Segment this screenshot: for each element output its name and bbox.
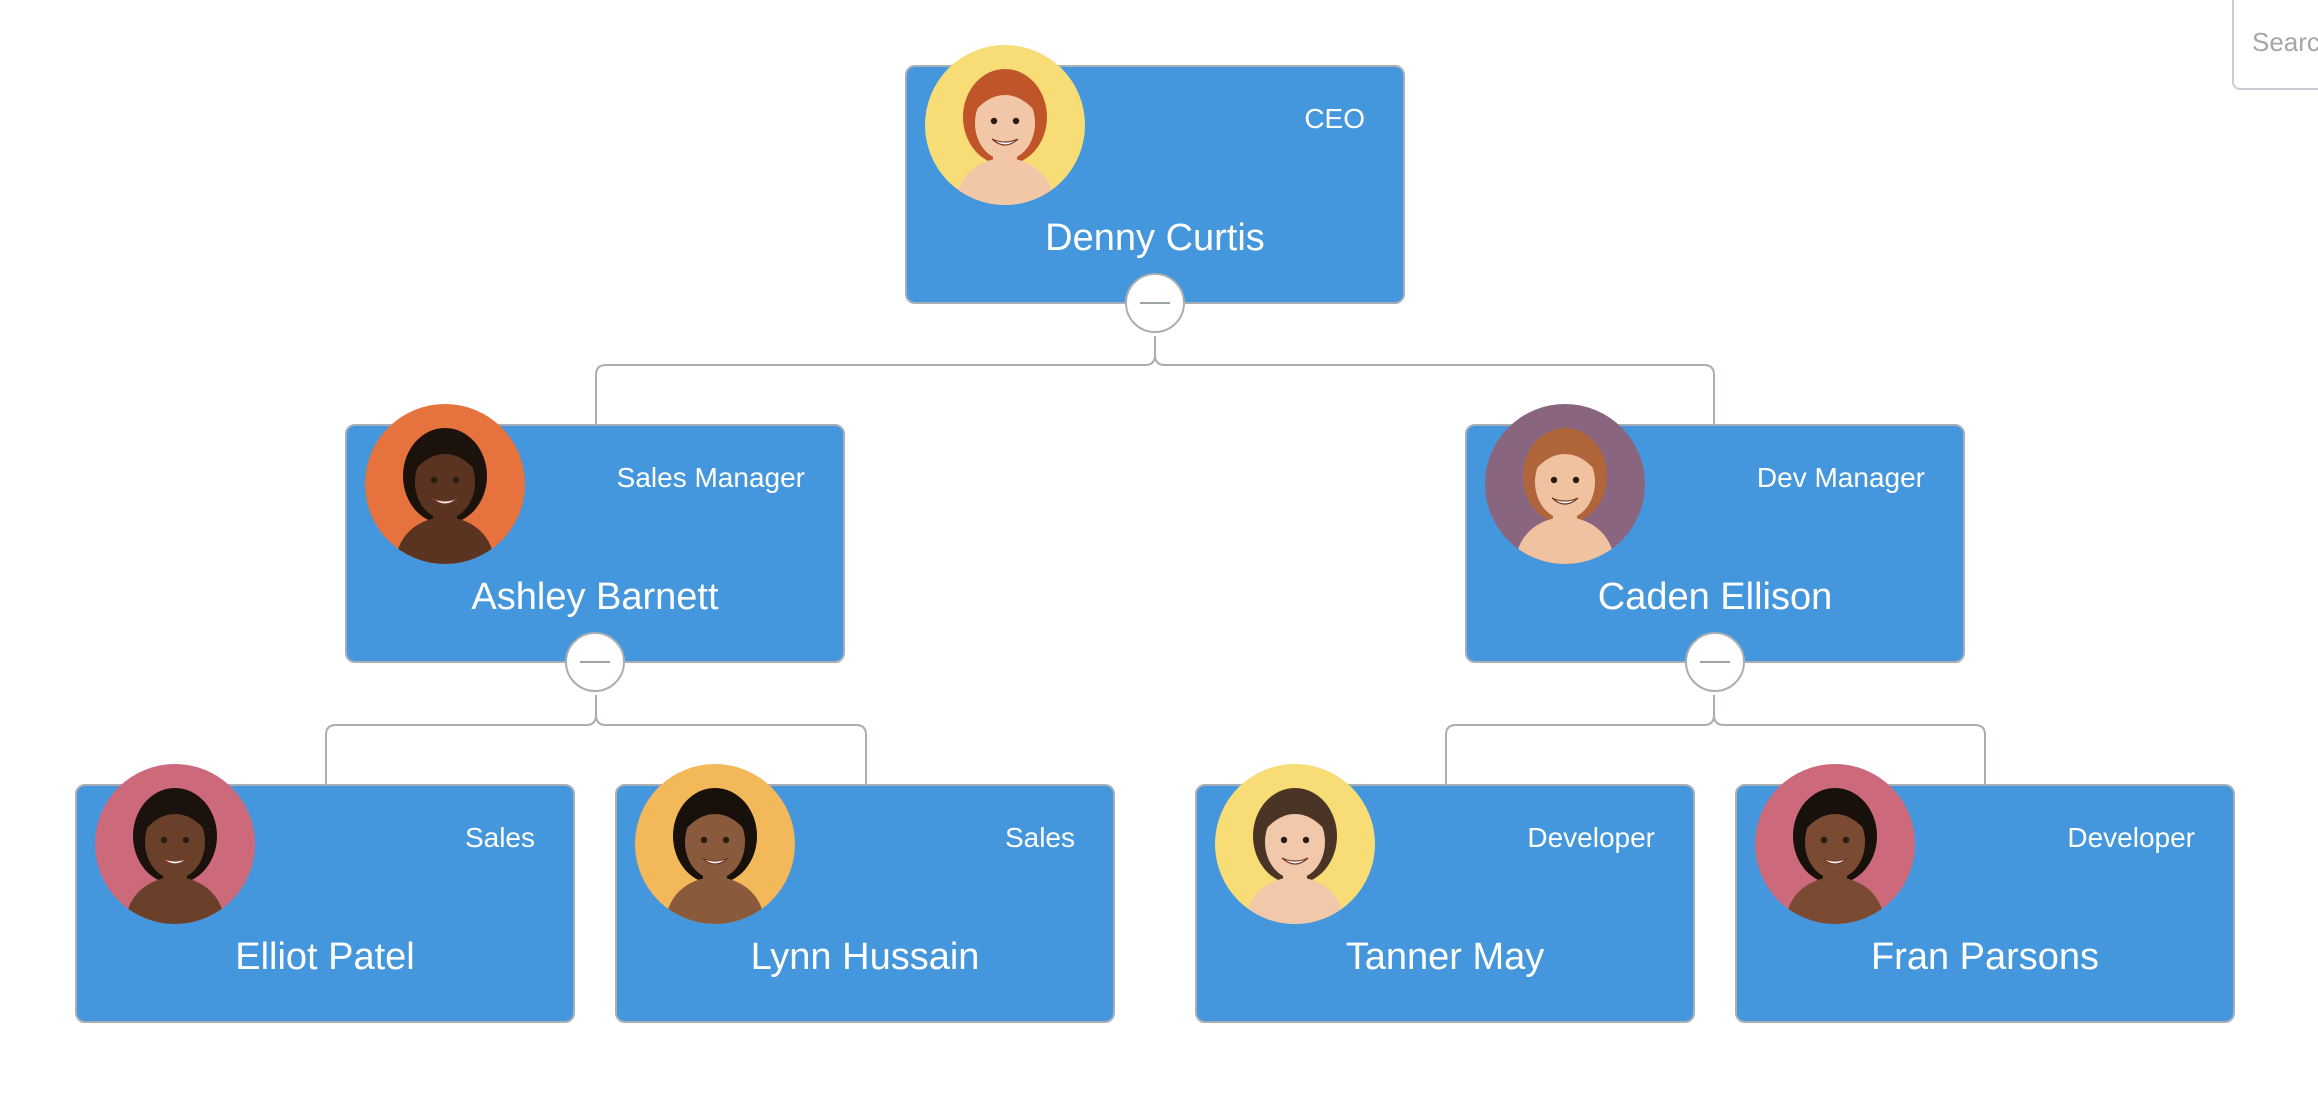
avatar <box>635 764 795 924</box>
org-node-lynn-hussain[interactable]: Sales Lynn Hussain <box>615 764 1115 1023</box>
org-node-denny-curtis[interactable]: CEO Denny Curtis <box>905 45 1405 333</box>
role-label: Sales Manager <box>616 462 805 493</box>
employee-name: Tanner May <box>1345 936 1545 978</box>
org-node-caden-ellison[interactable]: Dev Manager Caden Ellison <box>1465 404 1965 692</box>
avatar <box>925 45 1085 205</box>
employee-name: Caden Ellison <box>1597 576 1833 618</box>
employee-name: Elliot Patel <box>235 936 415 978</box>
employee-name: Lynn Hussain <box>750 936 980 978</box>
role-label: Dev Manager <box>1756 462 1925 493</box>
org-node-tanner-may[interactable]: Developer Tanner May <box>1195 764 1695 1023</box>
collapse-toggle-button[interactable] <box>1685 632 1745 692</box>
avatar <box>95 764 255 924</box>
avatar <box>1755 764 1915 924</box>
search-input[interactable] <box>2232 0 2318 90</box>
avatar <box>1485 404 1645 564</box>
role-label: Developer <box>2067 822 2195 853</box>
org-node-ashley-barnett[interactable]: Sales Manager Ashley Barnett <box>345 404 845 692</box>
connector-sales-manager <box>325 695 867 784</box>
role-label: Developer <box>1527 822 1655 853</box>
role-label: Sales <box>1004 822 1075 853</box>
employee-name: Ashley Barnett <box>471 576 719 618</box>
employee-name: Fran Parsons <box>1870 936 2100 978</box>
collapse-toggle-button[interactable] <box>565 632 625 692</box>
avatar <box>1215 764 1375 924</box>
connector-dev-manager <box>1445 695 1986 784</box>
role-label: Sales <box>464 822 535 853</box>
collapse-toggle-button[interactable] <box>1125 273 1185 333</box>
role-label: CEO <box>1304 103 1365 134</box>
avatar <box>365 404 525 564</box>
employee-name: Denny Curtis <box>1045 217 1265 259</box>
org-node-fran-parsons[interactable]: Developer Fran Parsons <box>1735 764 2235 1023</box>
org-node-elliot-patel[interactable]: Sales Elliot Patel <box>75 764 575 1023</box>
connector-ceo <box>595 336 1715 424</box>
